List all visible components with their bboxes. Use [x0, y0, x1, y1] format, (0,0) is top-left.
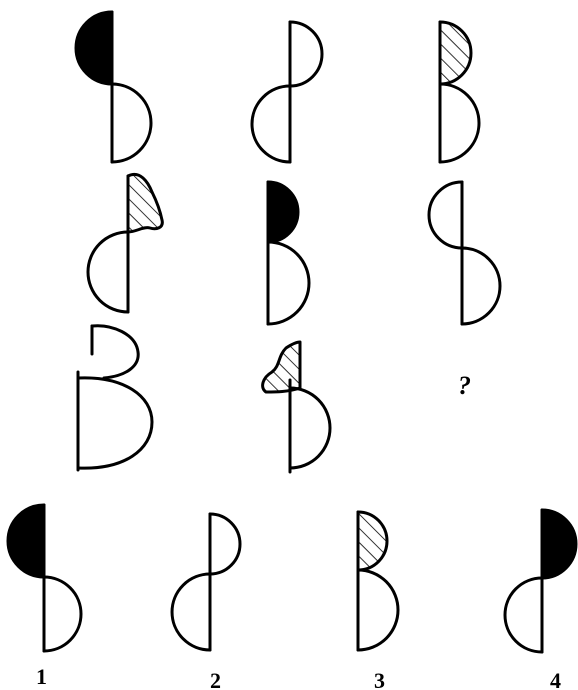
bottom-half-right	[358, 570, 398, 650]
top-half-left	[429, 182, 462, 248]
top-half-black-right	[268, 182, 298, 242]
bottom-half-left	[172, 574, 210, 650]
grid-cell-r3c2	[263, 342, 330, 472]
top-half-hatched-right	[440, 22, 471, 84]
top-half-black-left	[76, 12, 112, 84]
bottom-half-right	[440, 84, 479, 162]
top-blob-hatched-right	[128, 174, 162, 232]
bottom-half-right	[78, 378, 152, 468]
top-half-black-left	[8, 505, 44, 577]
top-half-right	[210, 514, 240, 574]
bottom-half-right	[268, 242, 309, 324]
top-half-black-right	[542, 510, 576, 578]
top-half-right	[290, 22, 322, 86]
answer-label-3: 3	[374, 668, 385, 690]
bottom-half-left	[505, 578, 542, 652]
bottom-half-right	[462, 248, 500, 324]
top-half-right-open	[92, 326, 138, 378]
grid-cell-r1c3	[440, 22, 479, 162]
grid-cell-r2c3	[429, 182, 500, 324]
bottom-half-right	[112, 84, 151, 162]
bottom-half-left	[88, 232, 128, 312]
grid-cell-r1c2	[252, 22, 322, 162]
answer-option-3[interactable]	[358, 512, 398, 650]
answer-label-1: 1	[36, 664, 47, 689]
answer-option-1[interactable]	[8, 505, 81, 651]
grid-cell-r1c1	[76, 12, 151, 162]
grid-cell-r2c2	[268, 182, 309, 324]
answer-label-2: 2	[210, 668, 221, 690]
grid-cell-r3c1	[78, 326, 152, 470]
question-mark: ?	[458, 371, 471, 400]
answer-option-4[interactable]	[505, 510, 576, 652]
bottom-half-right	[290, 388, 330, 468]
grid-cell-r2c1	[88, 174, 162, 312]
top-half-hatched-right	[358, 512, 387, 570]
top-blob-hatched-left	[263, 342, 300, 392]
bottom-half-right	[44, 577, 81, 651]
answer-option-2[interactable]	[172, 514, 240, 650]
bottom-half-left	[252, 86, 290, 162]
answer-label-4: 4	[550, 668, 561, 690]
